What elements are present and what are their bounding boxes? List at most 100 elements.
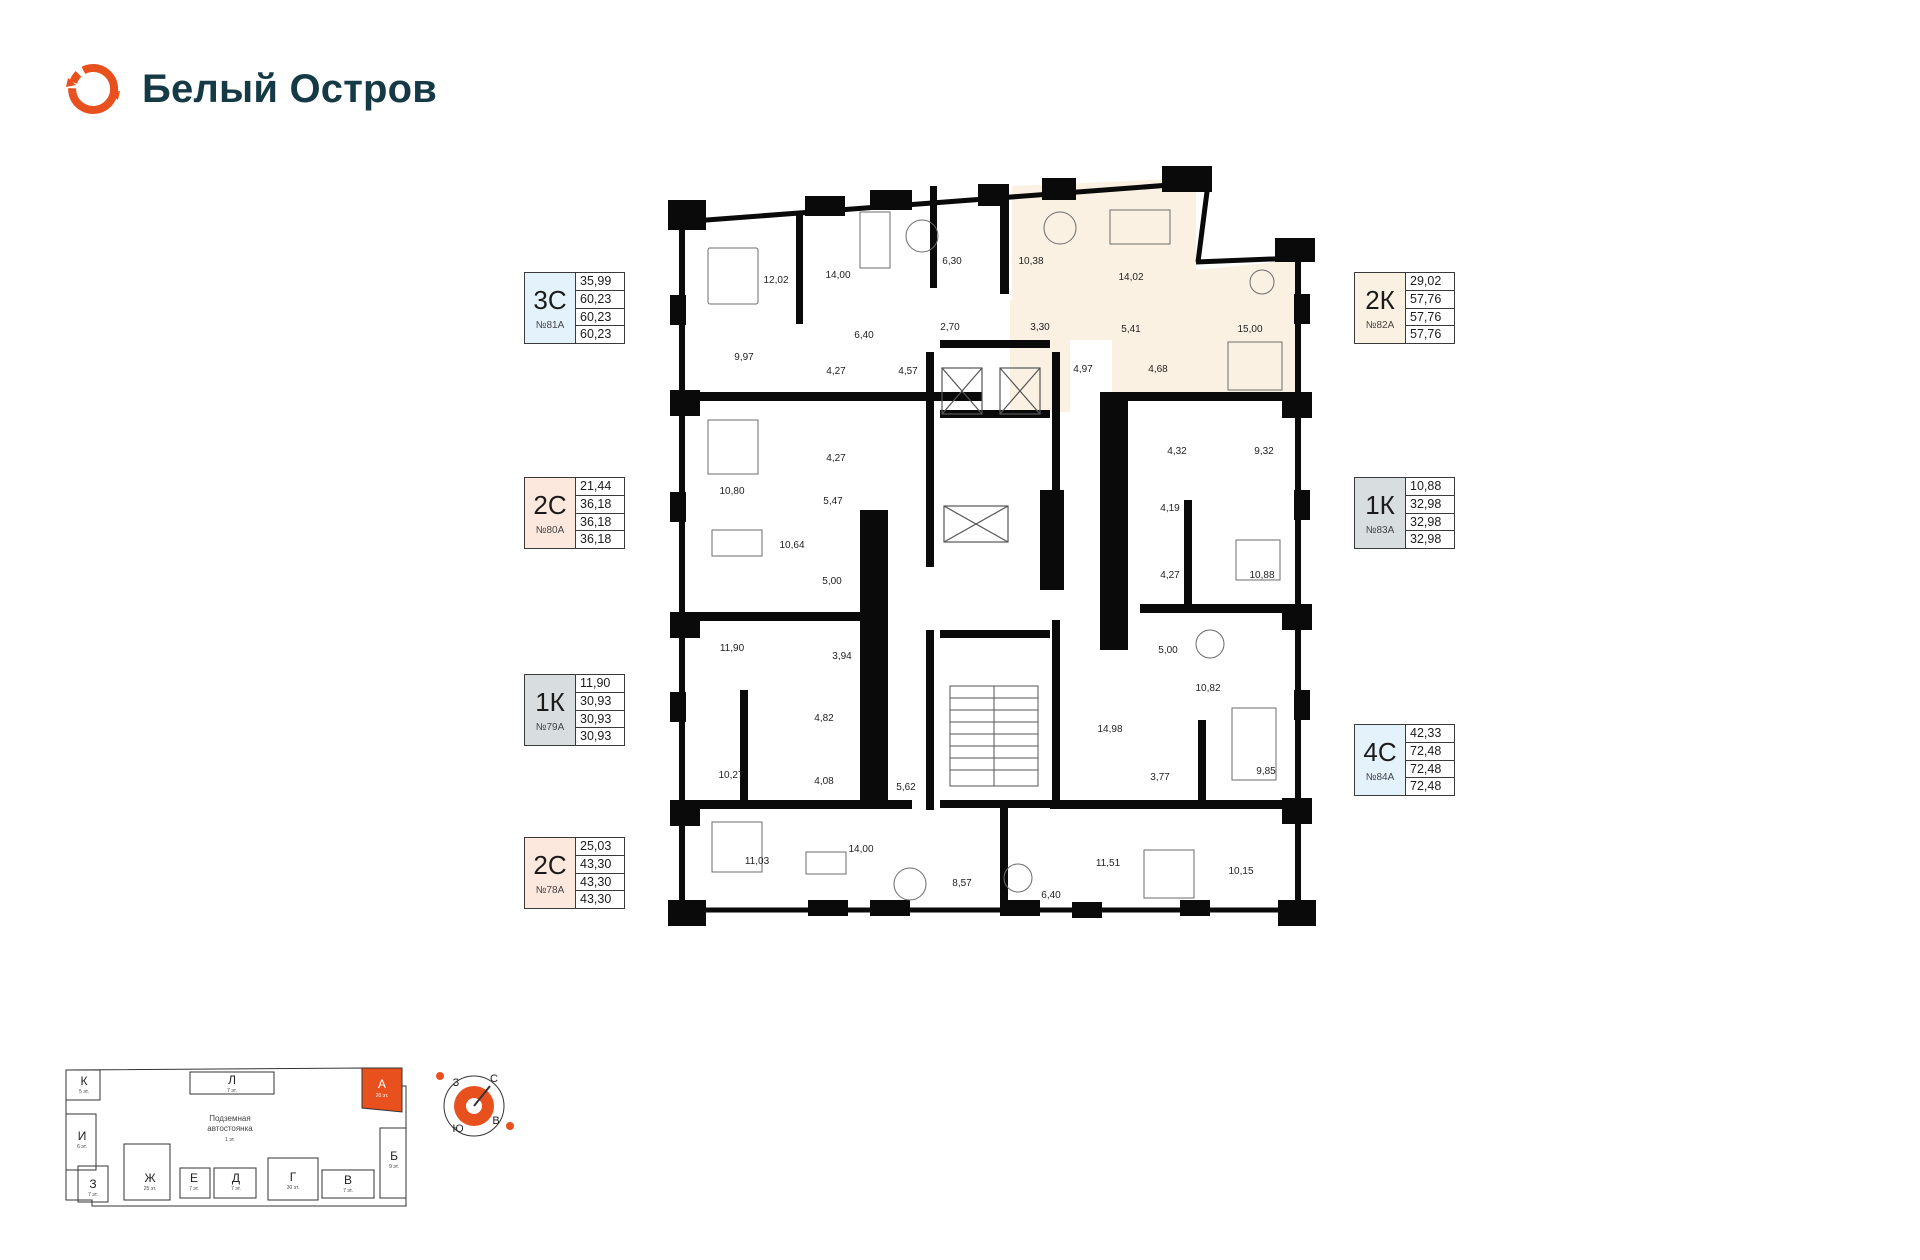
room-area: 12,02 (763, 275, 788, 286)
brand-name: Белый Остров (142, 66, 438, 111)
parking-floors: 1 эт. (225, 1137, 235, 1143)
room-area: 10,27 (718, 770, 743, 781)
apartment-code: 1К №83А (1355, 478, 1405, 548)
room-area: 4,27 (1160, 570, 1180, 581)
apartment-card-82a[interactable]: 2К №82А 29,02 57,76 57,76 57,76 (1354, 272, 1455, 344)
room-area: 5,62 (896, 782, 916, 793)
compass-west: З (453, 1077, 460, 1089)
room-area: 4,08 (814, 776, 834, 787)
room-labels: 12,02 14,00 6,30 10,38 14,02 15,00 2,70 … (718, 256, 1276, 901)
sun-marker-icon (436, 1072, 444, 1080)
brand-header: Белый Остров (64, 62, 437, 116)
apartment-code: 2К №82А (1355, 273, 1405, 343)
section-floors: 20 эт. (376, 1093, 389, 1099)
room-area: 4,57 (898, 366, 918, 377)
room-area: 10,88 (1249, 570, 1274, 581)
staircase (949, 685, 1039, 787)
section-floors: 7 эт. (227, 1088, 237, 1094)
furniture (707, 209, 1283, 901)
section-label: Б (390, 1149, 398, 1163)
section-label: З (89, 1177, 96, 1191)
elevators (941, 367, 1041, 543)
room-area: 14,98 (1097, 724, 1122, 735)
apartment-areas: 21,44 36,18 36,18 36,18 (575, 478, 624, 548)
compass: С З Ю В (436, 1072, 514, 1137)
inner-walls (682, 184, 1298, 910)
room-area: 14,00 (848, 844, 873, 855)
room-area: 3,77 (1150, 772, 1170, 783)
compass-south: Ю (452, 1123, 463, 1135)
section-label: А (378, 1077, 386, 1091)
apartment-areas: 11,90 30,93 30,93 30,93 (575, 675, 624, 745)
section-label: Е (190, 1171, 198, 1185)
room-area: 2,70 (940, 322, 960, 333)
apartment-code: 3С №81А (525, 273, 575, 343)
section-floors: 9 эт. (389, 1164, 399, 1170)
parking-title: автостоянка (207, 1124, 253, 1133)
room-area: 14,00 (825, 270, 850, 281)
room-area: 9,32 (1254, 446, 1274, 457)
room-area: 8,57 (952, 878, 972, 889)
room-area: 3,30 (1030, 322, 1050, 333)
room-area: 15,00 (1237, 324, 1262, 335)
room-area: 4,27 (826, 366, 846, 377)
apartment-areas: 35,99 60,23 60,23 60,23 (575, 273, 624, 343)
section-floors: 7 эт. (88, 1192, 98, 1198)
apartment-card-84a[interactable]: 4С №84А 42,33 72,48 72,48 72,48 (1354, 724, 1455, 796)
section-label: И (78, 1129, 87, 1143)
section-floors: 5 эт. (79, 1089, 89, 1095)
room-area: 6,40 (854, 330, 874, 341)
room-area: 5,00 (822, 576, 842, 587)
apartment-code: 2С №78А (525, 838, 575, 908)
room-area: 4,19 (1160, 503, 1180, 514)
apartment-code: 4С №84А (1355, 725, 1405, 795)
section-floors: 6 эт. (77, 1144, 87, 1150)
room-area: 10,82 (1195, 683, 1220, 694)
columns (668, 166, 1316, 926)
room-area: 9,85 (1256, 766, 1276, 777)
section-floors: 25 эт. (144, 1186, 157, 1192)
apartment-card-80a[interactable]: 2С №80А 21,44 36,18 36,18 36,18 (524, 477, 625, 549)
room-area: 10,80 (719, 486, 744, 497)
apartment-card-79a[interactable]: 1К №79А 11,90 30,93 30,93 30,93 (524, 674, 625, 746)
room-area: 4,97 (1073, 364, 1093, 375)
room-area: 4,68 (1148, 364, 1168, 375)
room-area: 14,02 (1118, 272, 1143, 283)
section-floors: 30 эт. (287, 1185, 300, 1191)
room-area: 4,82 (814, 713, 834, 724)
parking-title: Подземная (209, 1114, 250, 1123)
apartment-areas: 10,88 32,98 32,98 32,98 (1405, 478, 1454, 548)
apartment-code: 1К №79А (525, 675, 575, 745)
compass-east: В (492, 1115, 499, 1127)
apartment-areas: 42,33 72,48 72,48 72,48 (1405, 725, 1454, 795)
apartment-card-81a[interactable]: 3С №81А 35,99 60,23 60,23 60,23 (524, 272, 625, 344)
room-area: 3,94 (832, 651, 852, 662)
apartment-areas: 25,03 43,30 43,30 43,30 (575, 838, 624, 908)
apartment-card-83a[interactable]: 1К №83А 10,88 32,98 32,98 32,98 (1354, 477, 1455, 549)
section-label: К (81, 1074, 88, 1088)
section-label: Л (228, 1073, 236, 1087)
room-area: 10,64 (779, 540, 804, 551)
room-area: 4,27 (826, 453, 846, 464)
room-area: 5,47 (823, 496, 843, 507)
apartment-areas: 29,02 57,76 57,76 57,76 (1405, 273, 1454, 343)
apartment-82a-highlight (1010, 178, 1296, 412)
sun-marker-icon (506, 1122, 514, 1130)
room-area: 6,30 (942, 256, 962, 267)
room-area: 5,00 (1158, 645, 1178, 656)
site-section-active (361, 1067, 403, 1113)
site-map: К 5 эт. Л 7 эт. А 20 эт. И 6 эт. Б 9 эт.… (65, 1067, 407, 1207)
room-area: 10,38 (1018, 256, 1043, 267)
section-floors: 7 эт. (231, 1186, 241, 1192)
compass-north: С (490, 1073, 498, 1085)
room-area: 11,90 (720, 643, 745, 654)
room-area: 11,03 (745, 856, 770, 867)
apartment-card-78a[interactable]: 2С №78А 25,03 43,30 43,30 43,30 (524, 837, 625, 909)
room-area: 11,51 (1096, 858, 1121, 869)
room-area: 6,40 (1041, 890, 1061, 901)
section-floors: 7 эт. (343, 1188, 353, 1194)
room-area: 5,41 (1121, 324, 1141, 335)
room-area: 9,97 (734, 352, 754, 363)
section-label: Д (232, 1171, 240, 1185)
